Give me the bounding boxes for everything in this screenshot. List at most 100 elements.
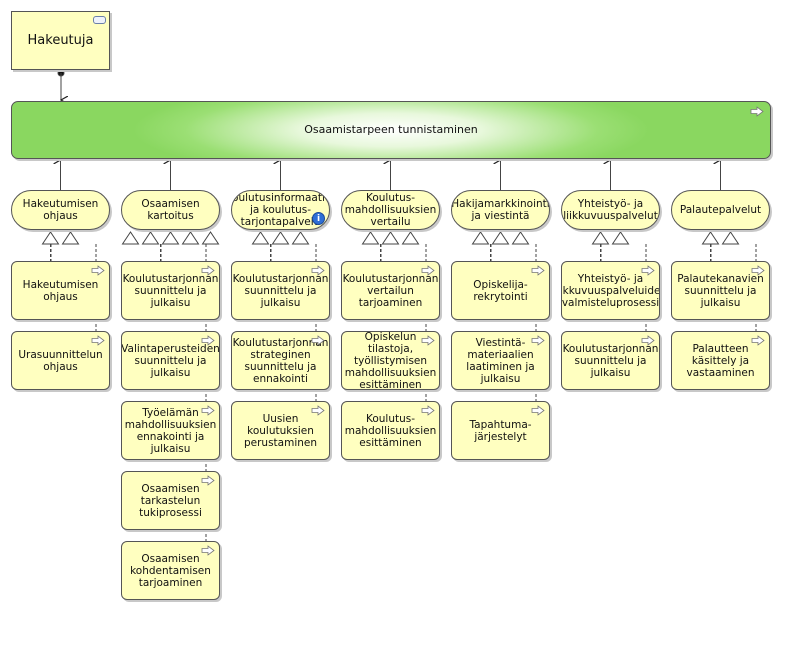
process-box[interactable]: Osaamisen tarkastelun tukiprosessi	[121, 471, 220, 530]
arrow-right-icon	[421, 405, 435, 416]
arrow-right-icon	[531, 265, 545, 276]
arrow-right-icon	[201, 475, 215, 486]
process-label: Osaamisen tarkastelun tukiprosessi	[139, 482, 202, 519]
process-label: Urasuunnittelun ohjaus	[18, 348, 103, 373]
triangle-connector-icon	[161, 231, 180, 245]
triangle-connector-icon	[291, 231, 310, 245]
process-box[interactable]: Opiskelun tilastoja, työllistymisen mahd…	[341, 331, 440, 390]
process-box[interactable]: Opiskelija- rekrytointi	[451, 261, 550, 320]
arrow-right-icon	[91, 265, 105, 276]
process-label: Koulutustarjonnan vertailun tarjoaminen	[342, 272, 439, 309]
function-box[interactable]: Hakeutumisen ohjaus	[11, 190, 110, 230]
process-label: Koulutustarjonnan suunnittelu ja julkais…	[122, 272, 219, 309]
process-label: Palautekanavien suunnittelu ja julkaisu	[677, 272, 764, 309]
function-box[interactable]: Hakijamarkkinointi ja viestintä	[451, 190, 550, 230]
process-label: Hakeutumisen ohjaus	[22, 278, 99, 303]
function-label: Hakeutumisen ohjaus	[22, 198, 99, 222]
function-label: Koulutus- mahdollisuuksien vertailu	[344, 192, 437, 228]
process-label: Palautteen käsittely ja vastaaminen	[686, 342, 755, 379]
process-box[interactable]: Viestintä- materiaalien laatiminen ja ju…	[451, 331, 550, 390]
process-box[interactable]: Hakeutumisen ohjaus	[11, 261, 110, 320]
triangle-connector-icon	[491, 231, 510, 245]
triangle-connector-icon	[181, 231, 200, 245]
triangle-connector-icon	[121, 231, 140, 245]
function-box[interactable]: Koulutusinformaatio- ja koulutus- tarjon…	[231, 190, 330, 230]
process-label: Opiskelija- rekrytointi	[473, 278, 528, 303]
process-label: Opiskelun tilastoja, työllistymisen mahd…	[344, 331, 437, 390]
process-label: Koulutustarjonnan suunnittelu ja julkais…	[562, 342, 659, 379]
function-label: Osaamisen kartoitus	[141, 198, 200, 222]
process-box[interactable]: Palautekanavien suunnittelu ja julkaisu	[671, 261, 770, 320]
process-box[interactable]: Tapahtuma- järjestelyt	[451, 401, 550, 460]
role-label: Hakeutuja	[27, 32, 94, 48]
function-box[interactable]: Koulutus- mahdollisuuksien vertailu	[341, 190, 440, 230]
arrow-right-icon	[421, 335, 435, 346]
arrow-right-icon	[751, 335, 765, 346]
process-label: Viestintä- materiaalien laatiminen ja ju…	[466, 336, 535, 385]
process-box[interactable]: Koulutustarjonnan suunnittelu ja julkais…	[121, 261, 220, 320]
triangle-connector-icon	[61, 231, 80, 245]
process-box[interactable]: Palautteen käsittely ja vastaaminen	[671, 331, 770, 390]
arrow-right-icon	[641, 265, 655, 276]
arrow-right-icon	[311, 265, 325, 276]
function-box[interactable]: Osaamisen kartoitus	[121, 190, 220, 230]
process-label: Koulutustarjonnan strateginen suunnittel…	[232, 336, 329, 385]
function-label: Yhteistyö- ja liikkuvuuspalvelut	[563, 198, 658, 222]
arrow-right-icon	[311, 405, 325, 416]
process-box[interactable]: Koulutustarjonnan vertailun tarjoaminen	[341, 261, 440, 320]
triangle-connector-icon	[201, 231, 220, 245]
arrow-right-icon	[531, 335, 545, 346]
process-label: Koulutustarjonnan suunnittelu ja julkais…	[232, 272, 329, 309]
triangle-connector-icon	[41, 231, 60, 245]
arrow-right-icon	[750, 106, 764, 117]
arrow-right-icon	[201, 545, 215, 556]
process-box[interactable]: Yhteistyö- ja liikkuvuuspalveluiden valm…	[561, 261, 660, 320]
triangle-connector-icon	[701, 231, 720, 245]
arrow-right-icon	[201, 405, 215, 416]
process-box[interactable]: Urasuunnittelun ohjaus	[11, 331, 110, 390]
process-box[interactable]: Koulutustarjonnan suunnittelu ja julkais…	[561, 331, 660, 390]
info-icon: i	[312, 212, 325, 225]
process-label: Koulutus- mahdollisuuksien esittäminen	[344, 412, 437, 449]
process-label: Uusien koulutuksien perustaminen	[243, 412, 318, 449]
arrow-right-icon	[311, 335, 325, 346]
process-box[interactable]: Osaamisen kohdentamisen tarjoaminen	[121, 541, 220, 600]
function-label: Hakijamarkkinointi ja viestintä	[451, 198, 550, 222]
triangle-connector-icon	[141, 231, 160, 245]
triangle-connector-icon	[511, 231, 530, 245]
triangle-connector-icon	[401, 231, 420, 245]
triangle-connector-icon	[381, 231, 400, 245]
triangle-connector-icon	[251, 231, 270, 245]
arrow-right-icon	[641, 335, 655, 346]
triangle-connector-icon	[591, 231, 610, 245]
process-label: Valintaperusteiden suunnittelu ja julkai…	[121, 342, 220, 379]
triangle-connector-icon	[271, 231, 290, 245]
arrow-right-icon	[421, 265, 435, 276]
process-label: Tapahtuma- järjestelyt	[469, 418, 532, 443]
process-box[interactable]: Koulutustarjonnan suunnittelu ja julkais…	[231, 261, 330, 320]
process-box[interactable]: Uusien koulutuksien perustaminen	[231, 401, 330, 460]
banner-label: Osaamistarpeen tunnistaminen	[304, 123, 478, 136]
triangle-connector-icon	[721, 231, 740, 245]
banner-osaamistarpeen-tunnistaminen[interactable]: Osaamistarpeen tunnistaminen	[11, 101, 771, 159]
process-label: Työelämän mahdollisuuksien ennakointi ja…	[124, 406, 217, 455]
process-box[interactable]: Valintaperusteiden suunnittelu ja julkai…	[121, 331, 220, 390]
process-label: Osaamisen kohdentamisen tarjoaminen	[130, 552, 211, 589]
arrow-right-icon	[201, 335, 215, 346]
role-hakeutuja[interactable]: Hakeutuja	[11, 11, 110, 70]
process-box[interactable]: Koulutus- mahdollisuuksien esittäminen	[341, 401, 440, 460]
process-box[interactable]: Työelämän mahdollisuuksien ennakointi ja…	[121, 401, 220, 460]
process-label: Yhteistyö- ja liikkuvuuspalveluiden valm…	[561, 272, 660, 309]
function-label: Koulutusinformaatio- ja koulutus- tarjon…	[231, 192, 330, 228]
function-box[interactable]: Yhteistyö- ja liikkuvuuspalvelut	[561, 190, 660, 230]
triangle-connector-icon	[611, 231, 630, 245]
function-label: Palautepalvelut	[679, 204, 762, 216]
arrow-right-icon	[531, 405, 545, 416]
function-box[interactable]: Palautepalvelut	[671, 190, 770, 230]
process-box[interactable]: Koulutustarjonnan strateginen suunnittel…	[231, 331, 330, 390]
arrow-right-icon	[201, 265, 215, 276]
role-icon	[93, 16, 106, 24]
arrow-right-icon	[751, 265, 765, 276]
triangle-connector-icon	[361, 231, 380, 245]
arrow-right-icon	[91, 335, 105, 346]
